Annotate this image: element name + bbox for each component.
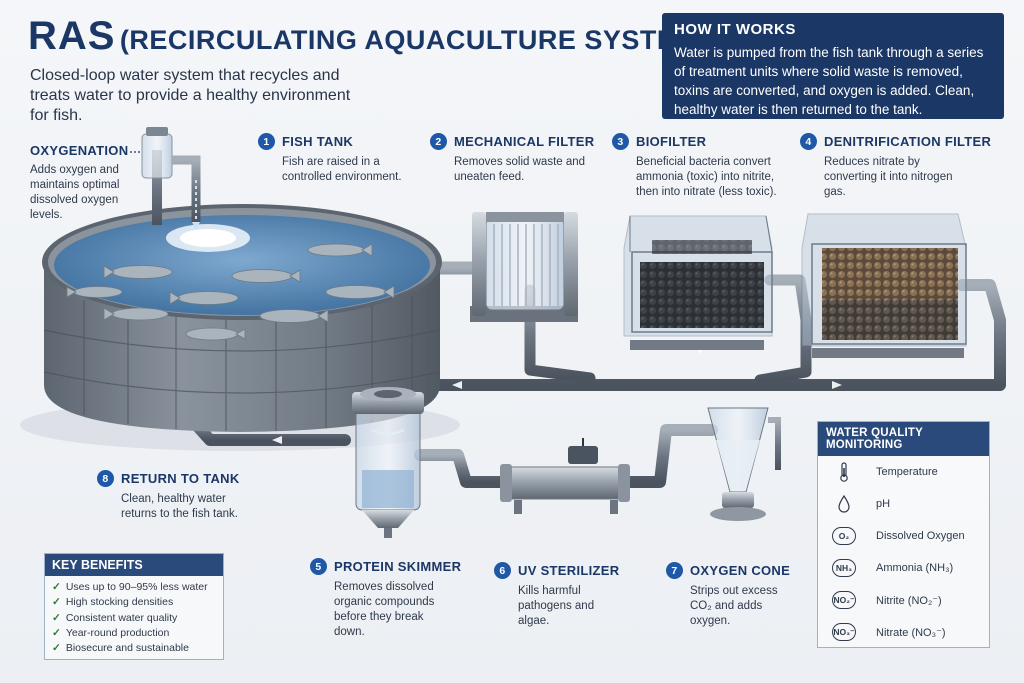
benefit-text: Uses up to 90–95% less water [65, 581, 208, 593]
label-oxygenation: OXYGENATION Adds oxygen and maintains op… [30, 143, 150, 223]
wq-label: pH [876, 498, 891, 510]
no2-symbol: NO₂⁻ [832, 591, 856, 609]
uv-sterilizer [500, 438, 630, 514]
page-subtitle: Closed-loop water system that recycles a… [30, 67, 351, 124]
component-description: Reduces nitrate by converting it into ni… [824, 156, 953, 198]
how-it-works-panel: HOW IT WORKS Water is pumped from the fi… [662, 13, 1004, 119]
component-title: FISH TANK [282, 134, 354, 149]
wq-row-ph: pH [818, 488, 989, 520]
check-icon: ✓ [52, 596, 61, 609]
component-title: BIOFILTER [636, 134, 707, 149]
number-badge: 8 [97, 470, 114, 487]
how-it-works-heading: HOW IT WORKS [674, 21, 796, 38]
wq-row-nitrate: NO₃⁻ Nitrate (NO₃⁻) [818, 616, 989, 648]
oxygenation-title: OXYGENATION [30, 143, 129, 158]
no3-symbol: NO₃⁻ [832, 623, 856, 641]
label-protein-skimmer: 5 PROTEIN SKIMMER Removes dissolved organ… [310, 558, 475, 640]
nh3-icon: NH₃ [826, 559, 862, 577]
benefit-item: ✓ Biosecure and sustainable [52, 641, 216, 656]
check-icon: ✓ [52, 611, 61, 624]
check-icon: ✓ [52, 626, 61, 639]
component-description: Strips out excess CO₂ and adds oxygen. [690, 585, 778, 627]
no3-icon: NO₃⁻ [826, 623, 862, 641]
component-description: Clean, healthy water returns to the fish… [121, 493, 238, 520]
component-title: MECHANICAL FILTER [454, 134, 595, 149]
o2-symbol: O₂ [832, 527, 856, 545]
component-title: UV STERILIZER [518, 563, 620, 578]
number-badge: 5 [310, 558, 327, 575]
o2-icon: O₂ [826, 527, 862, 545]
label-biofilter: 3 BIOFILTER Beneficial bacteria convert a… [612, 133, 798, 200]
title-short: RAS [28, 14, 116, 58]
oxygenation-unit [130, 127, 201, 230]
component-title: OXYGEN CONE [690, 563, 791, 578]
number-badge: 4 [800, 133, 817, 150]
wq-row-temperature: Temperature [818, 456, 989, 488]
key-benefits-heading: KEY BENEFITS [45, 554, 223, 576]
benefit-item: ✓ Uses up to 90–95% less water [52, 580, 216, 595]
benefit-text: Consistent water quality [65, 611, 178, 624]
fish-tank [42, 204, 442, 432]
component-title: PROTEIN SKIMMER [334, 559, 462, 574]
wq-row-nitrite: NO₂⁻ Nitrite (NO₂⁻) [818, 584, 989, 616]
wq-label: Nitrate (NO₃⁻) [876, 626, 946, 639]
key-benefits-panel: KEY BENEFITS ✓ Uses up to 90–95% less wat… [44, 553, 224, 660]
check-icon: ✓ [52, 581, 61, 593]
no2-icon: NO₂⁻ [826, 591, 862, 609]
benefit-item: ✓ High stocking densities [52, 595, 216, 610]
fish-group [66, 243, 395, 341]
benefit-item: ✓ Consistent water quality [52, 611, 216, 626]
wq-row-ammonia: NH₃ Ammonia (NH₃) [818, 552, 989, 584]
biofilter-tank [623, 215, 773, 350]
number-badge: 3 [612, 133, 629, 150]
check-icon: ✓ [52, 642, 61, 655]
number-badge: 1 [258, 133, 275, 150]
oxygen-cone [707, 407, 781, 521]
label-uv-sterilizer: 6 UV STERILIZER Kills harmful pathogens a… [494, 562, 654, 629]
denitrification-tank [801, 213, 967, 358]
label-return-to-tank: 8 RETURN TO TANK Clean, healthy water ret… [97, 470, 267, 522]
how-it-works-body: Water is pumped from the fish tank throu… [674, 45, 984, 117]
benefit-text: Year-round production [65, 626, 170, 639]
benefit-item: ✓ Year-round production [52, 626, 216, 641]
water-quality-panel: WATER QUALITY MONITORING Temperature pH … [817, 421, 990, 648]
component-description: Fish are raised in a controlled environm… [282, 156, 402, 183]
title-full: (RECIRCULATING AQUACULTURE SYSTEM) [119, 25, 708, 55]
component-description: Kills harmful pathogens and algae. [518, 585, 595, 627]
wq-label: Nitrite (NO₂⁻) [876, 594, 942, 607]
number-badge: 2 [430, 133, 447, 150]
component-description: Removes dissolved organic compounds befo… [334, 581, 435, 638]
wq-row-oxygen: O₂ Dissolved Oxygen [818, 520, 989, 552]
thermometer-icon [826, 462, 862, 482]
number-badge: 6 [494, 562, 511, 579]
benefit-text: High stocking densities [65, 596, 174, 609]
wq-label: Temperature [876, 466, 938, 478]
label-fish-tank: 1 FISH TANK Fish are raised in a controll… [258, 133, 423, 185]
protein-skimmer [352, 387, 424, 538]
benefit-text: Biosecure and sustainable [65, 642, 189, 655]
component-title: RETURN TO TANK [121, 471, 240, 486]
mechanical-filter [470, 212, 578, 322]
label-oxygen-cone: 7 OXYGEN CONE Strips out excess CO₂ and a… [666, 562, 816, 629]
water-drop-icon [826, 495, 862, 513]
page-title: RAS (RECIRCULATING AQUACULTURE SYSTEM) [28, 14, 708, 59]
number-badge: 7 [666, 562, 683, 579]
component-title: DENITRIFICATION FILTER [824, 134, 992, 149]
oxygenation-description: Adds oxygen and maintains optimal dissol… [30, 164, 120, 221]
component-description: Removes solid waste and uneaten feed. [454, 156, 586, 183]
wq-label: Ammonia (NH₃) [876, 562, 954, 574]
label-mechanical-filter: 2 MECHANICAL FILTER Removes solid waste a… [430, 133, 595, 185]
wq-label: Dissolved Oxygen [876, 530, 965, 542]
water-quality-heading: WATER QUALITY MONITORING [818, 422, 989, 456]
component-description: Beneficial bacteria convert ammonia (tox… [636, 156, 777, 198]
label-denitrification-filter: 4 DENITRIFICATION FILTER Reduces nitrate … [800, 133, 1000, 200]
nh3-symbol: NH₃ [832, 559, 856, 577]
